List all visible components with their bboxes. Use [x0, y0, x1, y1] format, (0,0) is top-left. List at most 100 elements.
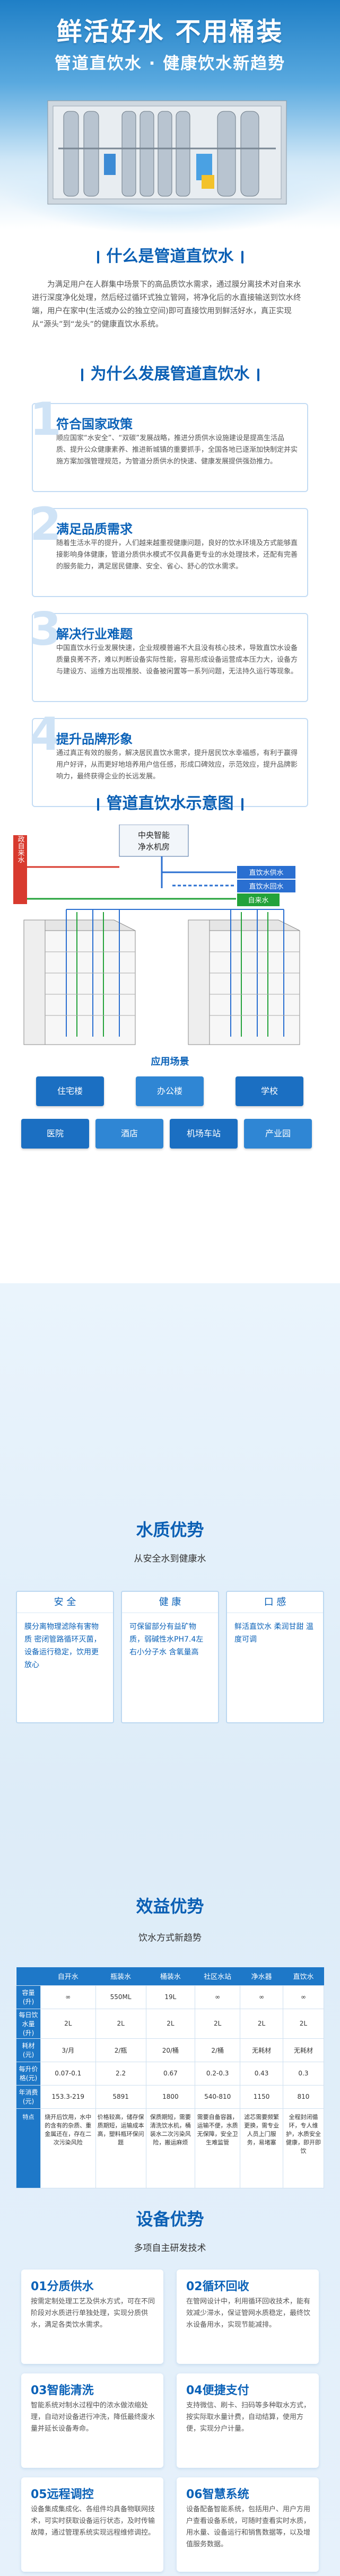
card-title: 提升品牌形象: [56, 732, 133, 747]
feature-title: 04便捷支付: [186, 2384, 249, 2397]
table-cell: ∞: [240, 1985, 283, 2009]
table-cell: 0.07-0.1: [40, 2061, 96, 2086]
table-cell: 2/瓶: [95, 2038, 146, 2062]
title-bar-left: [81, 368, 83, 381]
card-desc: 随着生活水平的提升，人们越来越重视健康问题，良好的饮水环境及方式能够直接影响身体…: [56, 539, 298, 571]
feature-card-6: 06智慧系统 设备配备智能系统，包括用户、用户方用户查看设备系统，可随时查看实时…: [177, 2477, 319, 2572]
title-bar-left: [97, 798, 99, 811]
card-desc: 通过真正有效的服务，解决居民直饮水需求，提升居民饮水幸福感，有利于赢得用户好评，…: [56, 749, 298, 781]
card-head: 口 感: [227, 1592, 323, 1613]
why-card-2: 2 满足品质需求 随着生活水平的提升，人们越来越重视健康问题，良好的饮水环境及方…: [30, 502, 308, 597]
purifier-machine-illustration: [47, 100, 287, 205]
table-cell: 19L: [145, 1985, 196, 2009]
scene-residential: 住宅楼: [36, 1076, 104, 1106]
table-cell: 0.43: [240, 2061, 283, 2086]
machine-room-label-2: 净水机房: [138, 842, 170, 852]
scene-label: 酒店: [120, 1128, 138, 1138]
scenes-title: 应用场景: [151, 1056, 189, 1067]
tap-label-box: [237, 893, 280, 906]
table-header: 直饮水: [283, 1967, 324, 1985]
scene-hospital: 医院: [21, 1119, 89, 1149]
table-cell: 2/桶: [195, 2038, 241, 2062]
what-title: 什么是管道直饮水: [0, 243, 340, 266]
table-cell: 540-810: [195, 2084, 241, 2109]
table-cell: 0.3: [282, 2061, 325, 2086]
table-cell: 需要自备容器，运输不便，水质无保障，安全卫生难监管: [195, 2108, 241, 2188]
quality-card-safe: 安 全 膜分离物理滤除有害物质 密闭管路循环灭菌，设备运行稳定，饮用更放心: [16, 1591, 114, 1723]
feature-title: 05远程调控: [31, 2488, 94, 2501]
feature-desc: 智能系统对制水过程中的浓水做浓缩处理，自动对设备进行冲洗，降低最终废水量并延长设…: [31, 2402, 155, 2433]
table-header: 桶装水: [146, 1967, 195, 1985]
scene-station: 机场车站: [170, 1119, 238, 1149]
equipment-title: 设备优势: [136, 2209, 204, 2229]
table-header: 社区水站: [195, 1967, 240, 1985]
table-cell: 全程封闭循环，专人维护，水质安全健康，即开即饮: [282, 2108, 325, 2188]
card-desc: 中国直饮水行业发展快速，企业规模普遍不大且没有核心技术，导致直饮水设备质量良莠不…: [56, 644, 298, 676]
table-cell: 1150: [240, 2084, 283, 2109]
table-cell: 2L: [195, 2008, 241, 2039]
scene-industrial-park: 产业园: [244, 1119, 312, 1149]
table-header-row: 自开水 瓶装水 桶装水 社区水站 净水器 直饮水: [16, 1967, 324, 1985]
feature-card-5: 05远程调控 设备集成集成化、各组件均具备物联网技术，可实时获取设备运行状态，及…: [21, 2477, 163, 2572]
benefit-subtitle: 饮水方式新趋势: [138, 1933, 202, 1943]
card-number: 2: [30, 498, 62, 551]
table-cell: 2L: [282, 2008, 325, 2039]
card-title: 满足品质需求: [56, 522, 133, 537]
source-label: 市政自来水: [16, 828, 25, 863]
feature-title: 01分质供水: [31, 2280, 94, 2293]
why-card-4: 4 提升品牌形象 通过真正有效的服务，解决居民直饮水需求，提升居民饮水幸福感，有…: [30, 712, 308, 807]
row-header: 每升价格(元): [16, 2061, 41, 2086]
scene-label: 医院: [46, 1128, 64, 1138]
hero-banner: 鲜活好水 不用桶装 管道直饮水 · 健康饮水新趋势: [0, 0, 340, 233]
table-cell: 810: [282, 2084, 325, 2109]
table-cell: 2L: [145, 2008, 196, 2039]
return-label: 直饮水回水: [249, 883, 283, 891]
hero-title: 鲜活好水 不用桶装: [56, 17, 284, 47]
quality-subtitle: 从安全水到健康水: [134, 1554, 206, 1564]
row-header: 耗材(元): [16, 2038, 41, 2062]
table-cell: 1800: [145, 2084, 196, 2109]
feature-title: 03智能清洗: [31, 2384, 94, 2397]
card-number: 1: [30, 393, 62, 446]
table-cell: 0.2-0.3: [195, 2061, 241, 2086]
card-body: 可保留部分有益矿物质，弱碱性水PH7.4左右小分子水 含氧量高: [129, 1623, 204, 1657]
scene-label: 学校: [260, 1086, 278, 1096]
diagram-title: 管道直饮水示意图: [0, 790, 340, 813]
card-desc: 顺应国家“水安全”、“双碳”发展战略，推进分质供水设施建设是提高生活品质、提升公…: [56, 434, 298, 466]
table-row: 每升价格(元) 0.07-0.1 2.2 0.67 0.2-0.3 0.43 0…: [16, 2061, 325, 2086]
row-header: 特点: [16, 2108, 41, 2188]
why-card-3: 3 解决行业难题 中国直饮水行业发展快速，企业规模普遍不大且没有核心技术，导致直…: [30, 607, 308, 702]
quality-title: 水质优势: [136, 1520, 204, 1540]
why-title-text: 为什么发展管道直饮水: [90, 365, 250, 383]
supply-label-box: [237, 866, 295, 879]
table-header: [16, 1967, 41, 1985]
table-cell: 2L: [40, 2008, 96, 2039]
table-cell: 3/月: [40, 2038, 96, 2062]
table-cell: 烧开后饮用，水中的含有的杂质、重金属还在，存在二次污染风险: [40, 2108, 96, 2188]
quality-card-taste: 口 感 鲜活直饮水 柔润甘甜 温度可调: [226, 1591, 324, 1723]
row-header: 年消费(元): [16, 2084, 41, 2109]
table-cell: 无耗材: [240, 2038, 283, 2062]
table-cell: 550ML: [95, 1985, 146, 2009]
title-bar-right: [241, 798, 243, 811]
scene-label: 住宅楼: [57, 1086, 83, 1096]
table-cell: 0.67: [145, 2061, 196, 2086]
table-cell: 无耗材: [282, 2038, 325, 2062]
card-head: 安 全: [17, 1592, 113, 1613]
card-head: 健 康: [122, 1592, 218, 1613]
table-row: 耗材(元) 3/月 2/瓶 20/桶 2/桶 无耗材 无耗材: [16, 2038, 325, 2062]
feature-desc: 在管网设计中，利用循环回收技术，能有效减少滞水，保证管网水质稳定，最终饮水设备用…: [186, 2298, 311, 2329]
card-title: 解决行业难题: [56, 627, 133, 642]
card-body: 鲜活直饮水 柔润甘甜 温度可调: [234, 1623, 313, 1644]
scene-label: 办公楼: [156, 1086, 182, 1096]
row-header: 容量(升): [16, 1985, 41, 2009]
comparison-table: 自开水 瓶装水 桶装水 社区水站 净水器 直饮水 容量(升) ∞ 550ML 1…: [16, 1967, 325, 2188]
tap-label: 自来水: [248, 897, 268, 905]
table-cell: ∞: [40, 1985, 96, 2009]
table-cell: 保质期短，需要清洗饮水机，桶装水二次污染风险，搬运麻烦: [145, 2108, 196, 2188]
equipment-subtitle: 多项自主研发技术: [134, 2243, 206, 2254]
quality-card-health: 健 康 可保留部分有益矿物质，弱碱性水PH7.4左右小分子水 含氧量高: [121, 1591, 219, 1723]
feature-desc: 设备集成集成化、各组件均具备物联网技术，可实时获取设备运行状态，及时传输故障，通…: [31, 2505, 155, 2537]
what-text: 为满足用户在人群集中场景下的高品质饮水需求，通过膜分离技术对自来水进行深度净化处…: [32, 281, 301, 329]
title-bar-left: [97, 250, 99, 264]
